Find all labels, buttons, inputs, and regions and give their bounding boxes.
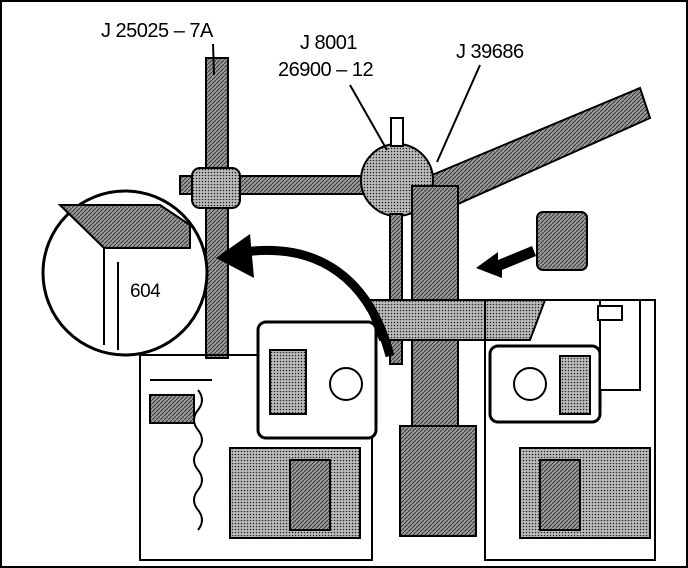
leader-j8001 bbox=[349, 84, 388, 151]
right-bearing bbox=[513, 367, 547, 401]
housing-wave-edge bbox=[193, 389, 203, 531]
direction-arrow bbox=[476, 246, 536, 278]
leader-j39686 bbox=[436, 64, 481, 163]
callout-part-604 bbox=[57, 204, 191, 249]
label-604: 604 bbox=[130, 281, 161, 302]
label-26900-12: 26900 – 12 bbox=[278, 59, 374, 81]
label-j25025-7a: J 25025 – 7A bbox=[101, 20, 213, 42]
j39686-column-base bbox=[399, 425, 477, 537]
left-bearing bbox=[329, 367, 363, 401]
j25025-clamp-block bbox=[191, 167, 241, 209]
right-clutch-pack bbox=[559, 355, 591, 415]
label-j8001: J 8001 bbox=[300, 32, 358, 54]
retaining-bolt bbox=[149, 394, 195, 424]
callout-arrow-head bbox=[216, 234, 254, 278]
housing-left-outline bbox=[139, 354, 373, 561]
label-j39686: J 39686 bbox=[456, 41, 524, 63]
lower-left-spring bbox=[289, 459, 331, 531]
left-clutch-pack bbox=[269, 349, 307, 415]
leader-j25025 bbox=[212, 43, 215, 76]
j8001-stem-cap bbox=[390, 117, 404, 147]
housing-right-outline bbox=[484, 299, 656, 561]
lower-right-spring bbox=[539, 459, 581, 531]
right-cover-notch bbox=[597, 305, 623, 321]
callout-curved-arrow bbox=[243, 246, 395, 358]
adapter-block bbox=[536, 211, 588, 271]
